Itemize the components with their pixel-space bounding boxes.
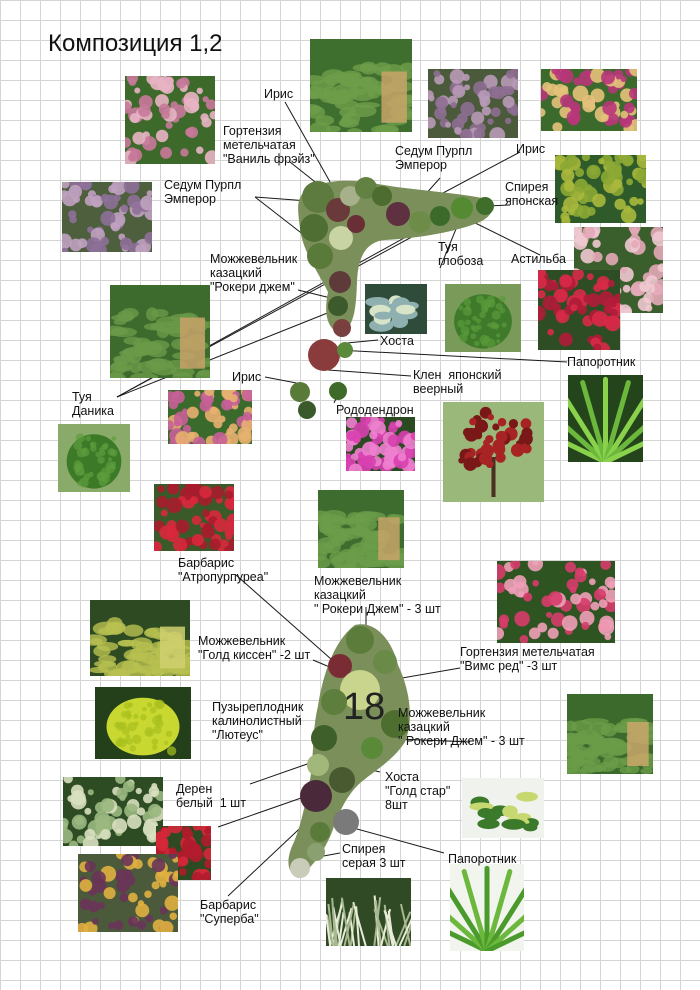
plant-photo-image (445, 284, 521, 352)
photo-spirea-japonica (555, 155, 646, 223)
photo-hosta-blue (365, 284, 427, 334)
plant-photo-image (62, 182, 152, 252)
photo-spirea-grey (326, 878, 411, 946)
plant-photo-image (58, 424, 130, 492)
label-physocarpus: Пузыреплодник калинолистный "Лютеус" (212, 700, 304, 742)
photo-hydrangea-wims-red (497, 561, 615, 643)
photo-thuja-danica (58, 424, 130, 492)
plant-photo-image (154, 484, 234, 551)
photo-iris-2 (168, 390, 252, 444)
label-sedum-left: Седум Пурпл Эмперор (164, 178, 242, 206)
photo-juniper-rokeri-mid (110, 285, 210, 378)
label-fern-bottom: Папоротник (448, 852, 517, 866)
plant-photo-image (63, 777, 163, 846)
label-iris-lower: Ирис (232, 370, 262, 384)
label-hosta-gold-star: Хоста "Голд стар" 8шт (385, 770, 451, 812)
label-iris-right: Ирис (516, 142, 546, 156)
label-rhododendron: Рододендрон (336, 403, 414, 417)
plant-photo-image (125, 76, 215, 164)
label-barberry-superba: Барбарис "Суперба" (200, 898, 259, 926)
label-juniper-gold-kissen: Можжевельник "Голд киссен" -2 шт (198, 634, 311, 662)
plant-photo-image (567, 694, 653, 774)
label-thuja-danica: Туя Даника (72, 390, 114, 418)
photo-fern-1 (568, 375, 643, 462)
label-juniper-rokeri: Можжевельник казацкий "Рокери джем" (210, 252, 298, 294)
plant-photo-image (346, 417, 415, 471)
plant-photo-image (568, 375, 643, 462)
photo-sedum-purple-emperor-1 (428, 69, 518, 138)
label-cornus-alba: Дерен белый 1 шт (176, 782, 246, 810)
plant-photo-image (310, 39, 412, 132)
plant-photo-image (428, 69, 518, 138)
page-title: Композиция 1,2 (48, 30, 223, 57)
label-sedum-right: Седум Пурпл Эмперор (395, 144, 473, 172)
photo-sedum-purple-emperor-2 (62, 182, 152, 252)
photo-juniper-rokeri-right (567, 694, 653, 774)
photo-hydrangea-vanille (125, 76, 215, 164)
plant-clusters-top (290, 177, 494, 419)
photo-fern-2 (450, 864, 524, 951)
plant-photo-image (326, 878, 411, 946)
label-hydrangea-wims-red: Гортензия метельчатая "Вимс ред" -3 шт (460, 645, 595, 673)
bed-number: 18 (343, 686, 386, 728)
label-barberry-atropurpurea: Барбарис "Атропурпуреа" (178, 556, 269, 584)
label-spirea-japonica: Спирея японская (505, 180, 559, 208)
label-iris-top: Ирис (264, 87, 294, 101)
label-japanese-maple: Клен японский веерный (413, 368, 502, 396)
photo-physocarpus-luteus (95, 687, 191, 759)
plant-photo-image (555, 155, 646, 223)
label-juniper-rokeri-3b: Можжевельник казацкий " Рокери Джем" - 3… (398, 706, 525, 748)
plant-clusters-bottom (290, 626, 409, 878)
photo-thuja-globosa (445, 284, 521, 352)
plant-photo-image (78, 854, 178, 932)
photo-astilbe-red (538, 270, 620, 350)
photo-hosta-gold-star (462, 778, 544, 838)
photo-juniper-rokeri-bottom (318, 490, 404, 568)
photo-juniper-gold-kissen (90, 600, 190, 676)
plant-photo-image (450, 864, 524, 951)
label-spirea-grey: Спирея серая 3 шт (342, 842, 406, 870)
photo-rhododendron (346, 417, 415, 471)
label-thuja-globosa: Туя глобоза (438, 240, 484, 268)
plant-photo-image (90, 600, 190, 676)
plant-photo-image (168, 390, 252, 444)
plant-photo-image (365, 284, 427, 334)
label-astilbe: Астильба (511, 252, 566, 266)
plant-photo-image (443, 402, 544, 502)
plant-photo-image (497, 561, 615, 643)
plant-photo-image (95, 687, 191, 759)
photo-cornus-alba (63, 777, 163, 846)
photo-japanese-maple (443, 402, 544, 502)
plant-photo-image (541, 69, 637, 131)
label-hosta: Хоста (380, 334, 414, 348)
photo-barberry-atropurpurea (154, 484, 234, 551)
plant-photo-image (462, 778, 544, 838)
photo-barberry-superba (78, 854, 178, 932)
photo-juniper-rokeri-top (310, 39, 412, 132)
label-hydrangea-vanille: Гортензия метельчатая "Ваниль фрэйз" (223, 124, 315, 166)
plant-photo-image (318, 490, 404, 568)
plant-photo-image (110, 285, 210, 378)
plant-photo-image (538, 270, 620, 350)
label-juniper-rokeri-3: Можжевельник казацкий " Рокери Джем" - 3… (314, 574, 441, 616)
label-fern-top: Папоротник (567, 355, 636, 369)
photo-iris-1 (541, 69, 637, 131)
